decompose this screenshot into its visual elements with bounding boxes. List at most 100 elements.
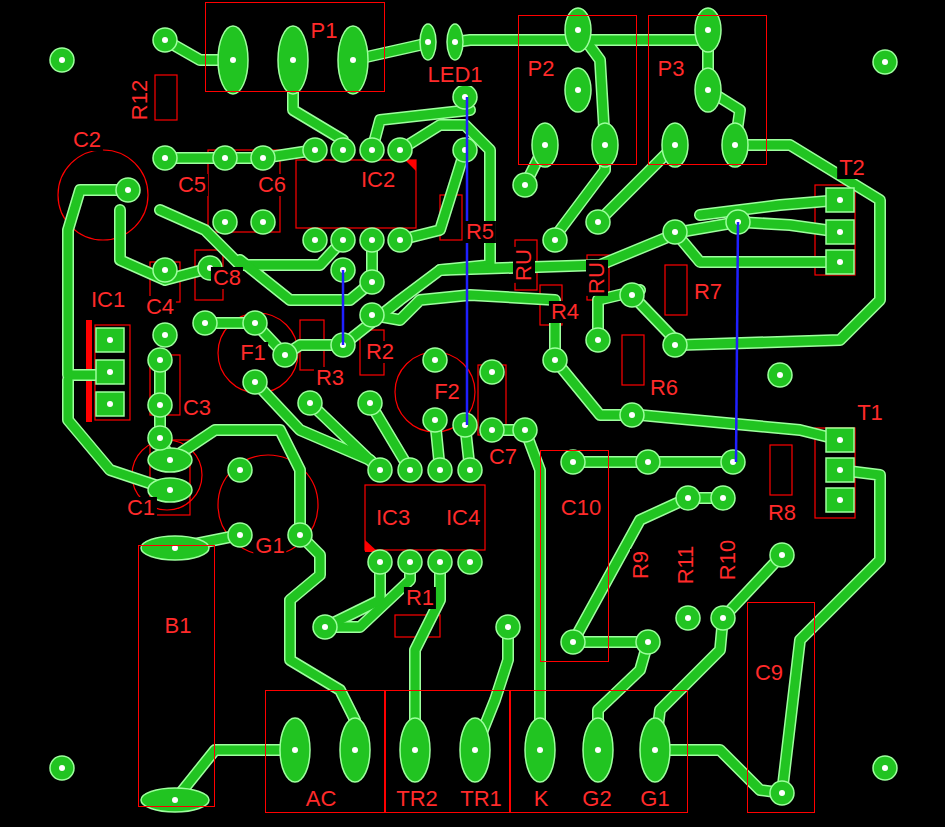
round-pad — [770, 543, 794, 567]
drill-hole — [252, 379, 258, 385]
drill-hole — [837, 259, 843, 265]
part-frame: C9 — [747, 602, 815, 813]
round-pad — [873, 50, 897, 74]
drill-hole — [537, 747, 543, 753]
component-designator: IC3 — [374, 507, 412, 529]
drill-hole — [340, 237, 346, 243]
drill-hole — [162, 37, 168, 43]
component-designator: F1 — [238, 342, 268, 364]
silkscreen — [58, 75, 855, 637]
oval-pad — [148, 448, 192, 472]
round-pad — [636, 450, 660, 474]
copper-trace — [120, 210, 210, 280]
round-pad — [398, 550, 422, 574]
trace-outline — [400, 150, 465, 240]
component-designator: C6 — [256, 174, 288, 196]
component-outline — [95, 325, 130, 420]
round-pad — [543, 348, 567, 372]
trace-outline — [555, 360, 632, 415]
drill-hole — [237, 532, 243, 538]
round-pad — [228, 523, 252, 547]
drill-hole — [312, 147, 318, 153]
drill-hole — [369, 312, 375, 318]
drill-hole — [685, 495, 691, 501]
drill-hole — [672, 142, 678, 148]
drill-hole — [777, 372, 783, 378]
drill-hole — [432, 417, 438, 423]
drill-hole — [452, 39, 458, 45]
oval-pad — [532, 123, 558, 167]
pads — [50, 8, 897, 812]
oval-pad — [565, 68, 591, 112]
oval-pad — [338, 26, 368, 94]
wire-jumper — [342, 270, 345, 345]
component-designator: R6 — [648, 377, 680, 399]
component-outline — [770, 445, 792, 495]
oval-pad — [662, 123, 688, 167]
round-pad — [50, 756, 74, 780]
trace-outline — [290, 535, 355, 750]
component-designator: RU — [513, 247, 535, 283]
drill-hole — [377, 559, 383, 565]
part-label: TR2 — [394, 788, 440, 810]
copper-trace — [160, 210, 343, 265]
drill-hole — [732, 142, 738, 148]
drill-hole — [570, 639, 576, 645]
drill-hole — [107, 337, 113, 343]
round-pad — [586, 210, 610, 234]
part-frame: KG2G1 — [510, 690, 688, 813]
round-pad — [423, 348, 447, 372]
trace-outline — [160, 210, 343, 265]
copper-trace — [372, 295, 555, 360]
round-pad — [228, 458, 252, 482]
round-pad — [303, 228, 327, 252]
component-designator: C5 — [176, 174, 208, 196]
square-pad — [96, 360, 124, 384]
component-designator: R2 — [364, 341, 396, 363]
round-pad — [313, 615, 337, 639]
round-pad — [331, 138, 355, 162]
drill-hole — [672, 229, 678, 235]
drill-hole — [882, 765, 888, 771]
square-pad — [826, 488, 854, 512]
drill-hole — [407, 467, 413, 473]
drill-hole — [595, 337, 601, 343]
drill-hole — [652, 747, 658, 753]
part-label: K — [532, 788, 551, 810]
component-designator: RU — [586, 260, 608, 296]
trace-outline — [632, 145, 880, 345]
drill-hole — [882, 59, 888, 65]
component-designator: C1 — [125, 497, 157, 519]
drill-hole — [369, 279, 375, 285]
copper-trace — [400, 150, 465, 240]
drill-hole — [542, 142, 548, 148]
wire-jumper — [466, 97, 469, 425]
drill-hole — [107, 369, 113, 375]
drill-hole — [505, 624, 511, 630]
drill-hole — [340, 147, 346, 153]
square-pad — [826, 220, 854, 244]
trace-outline — [675, 232, 840, 262]
drill-hole — [522, 182, 528, 188]
round-pad — [148, 348, 172, 372]
copper-trace — [325, 562, 380, 627]
round-pad — [360, 228, 384, 252]
component-designator: LED1 — [425, 64, 484, 86]
round-pad — [480, 360, 504, 384]
drill-hole — [412, 747, 418, 753]
component-outline — [815, 428, 855, 518]
round-pad — [428, 550, 452, 574]
drill-hole — [369, 237, 375, 243]
round-pad — [243, 311, 267, 335]
part-frame: P2 — [518, 15, 637, 165]
drill-hole — [377, 467, 383, 473]
oval-pad — [340, 718, 370, 782]
drill-hole — [672, 342, 678, 348]
copper-trace — [165, 150, 315, 158]
square-pad — [96, 328, 124, 352]
drill-hole — [705, 27, 711, 33]
part-frame: C10 — [540, 450, 609, 662]
drill-hole — [352, 747, 358, 753]
drill-hole — [602, 142, 608, 148]
